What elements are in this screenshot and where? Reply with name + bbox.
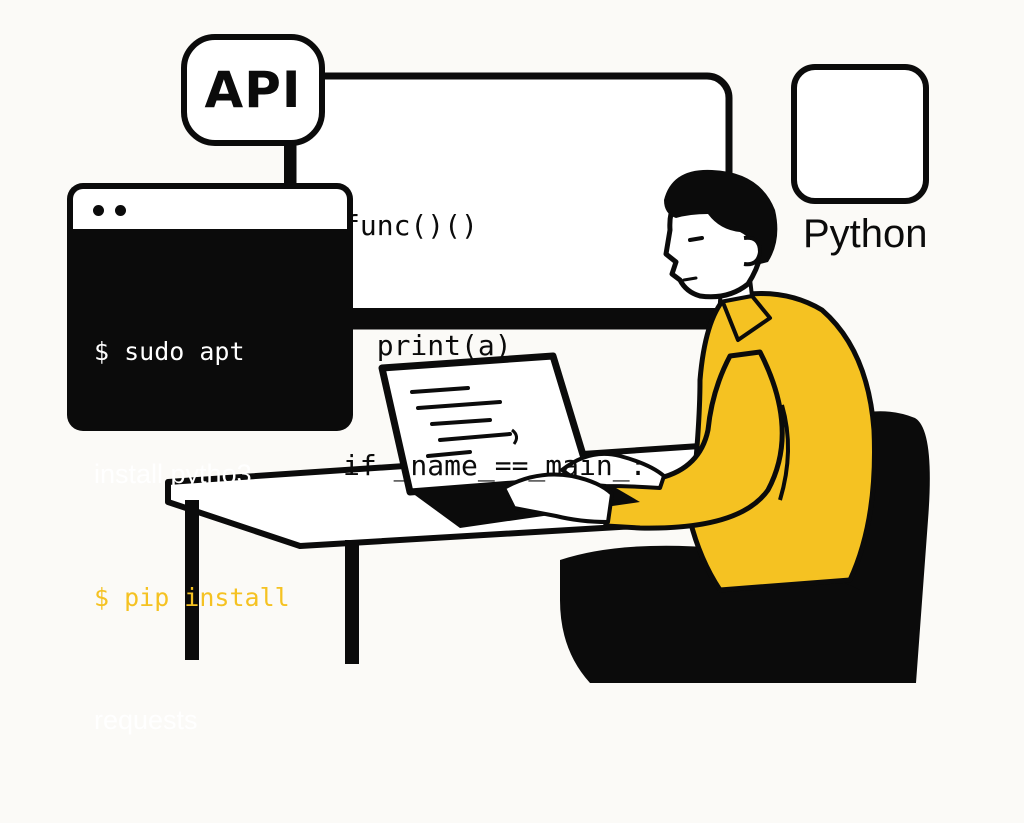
desk-leg-middle	[345, 540, 359, 664]
shirt-fold	[778, 404, 790, 501]
code-line: if _name_==_main_:	[343, 449, 647, 482]
laptop-code-line-4	[438, 432, 512, 442]
terminal-title-bar	[73, 189, 347, 229]
illustration-canvas	[165, 72, 930, 683]
api-badge-icon: API	[181, 34, 325, 146]
laptop-code-line-2	[416, 400, 502, 410]
terminal-line-highlight: $ pip install	[94, 583, 290, 612]
terminal-output: $ sudo apt install pytho3 $ pip install …	[94, 249, 290, 823]
person-hand-front	[502, 472, 614, 524]
code-line: print(a)	[343, 329, 512, 362]
terminal-window: $ sudo apt install pytho3 $ pip install …	[67, 183, 353, 735]
terminal-line: install pytho3	[94, 459, 252, 489]
window-dot-icon	[93, 205, 104, 216]
laptop-code-line-1	[410, 386, 470, 394]
person-eye	[688, 236, 704, 242]
code-line: func()()	[343, 209, 478, 242]
terminal-line: $ sudo apt	[94, 337, 245, 366]
laptop-code-bracket	[511, 428, 519, 445]
code-monitor-bottom-bar	[293, 308, 729, 326]
person-mouth	[682, 276, 698, 282]
python-logo-icon	[791, 64, 929, 204]
python-logo-label: Python	[803, 212, 928, 256]
window-dot-icon	[115, 205, 126, 216]
terminal-line: requests	[94, 705, 198, 735]
code-editor-text: func()() print(a) if _name_==_main_:	[343, 126, 646, 526]
desk-leg-left	[185, 500, 199, 660]
laptop-code-line-3	[430, 418, 492, 426]
person-hair	[664, 169, 778, 264]
laptop-code-line-5	[426, 450, 472, 458]
person-ear	[743, 235, 763, 267]
api-badge-label: API	[204, 61, 302, 119]
